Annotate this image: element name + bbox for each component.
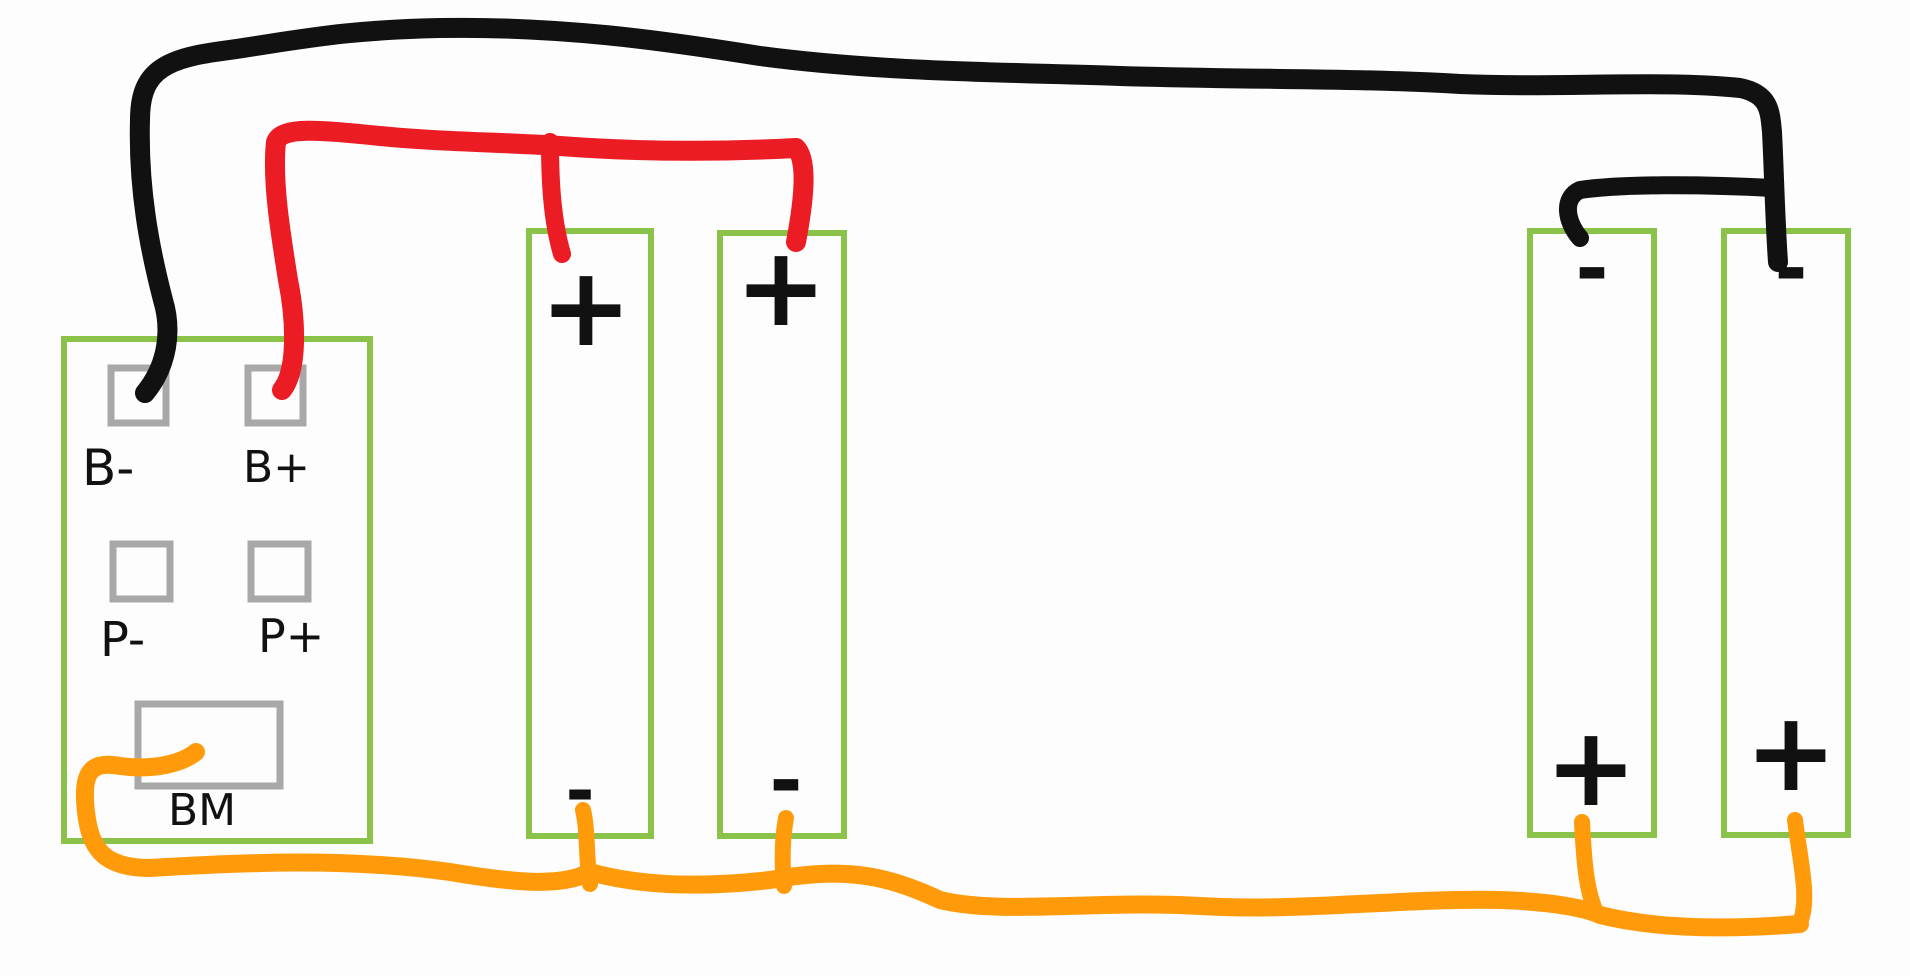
cell-1-top-terminal: + [540,243,632,371]
wire-balance-tap-2 [774,810,794,894]
pad-b-minus [107,364,170,427]
label-bm: BM [168,785,236,836]
cell-2-top-terminal: + [735,223,827,351]
label-p-minus: P- [100,612,145,668]
pad-p-minus [109,540,174,603]
pad-b-plus [244,364,307,427]
cell-2: + - [717,223,847,839]
wire-balance-tap-4 [1787,812,1813,930]
cell-3-outline [1527,228,1657,838]
wire-positive-branch [541,133,571,263]
bms-board-outline [61,336,373,844]
cell-4-bottom-terminal: + [1745,688,1837,816]
pad-bm [134,700,284,790]
wire-negative-branch [1558,176,1782,247]
label-b-minus: B- [82,439,134,497]
cell-3: - + [1527,222,1657,838]
wire-balance [75,743,1809,937]
wire-balance-tap-3 [1574,814,1604,920]
wire-balance-tap-1 [575,802,598,892]
label-p-plus: P+ [258,609,324,663]
wire-negative [129,17,1788,403]
pad-p-plus [247,540,312,603]
cell-1: + - [526,228,654,839]
bms-board: B- B+ P- P+ BM [61,336,373,844]
cell-3-bottom-terminal: + [1545,703,1637,831]
wire-positive [264,120,814,400]
label-b-plus: B+ [243,442,310,493]
